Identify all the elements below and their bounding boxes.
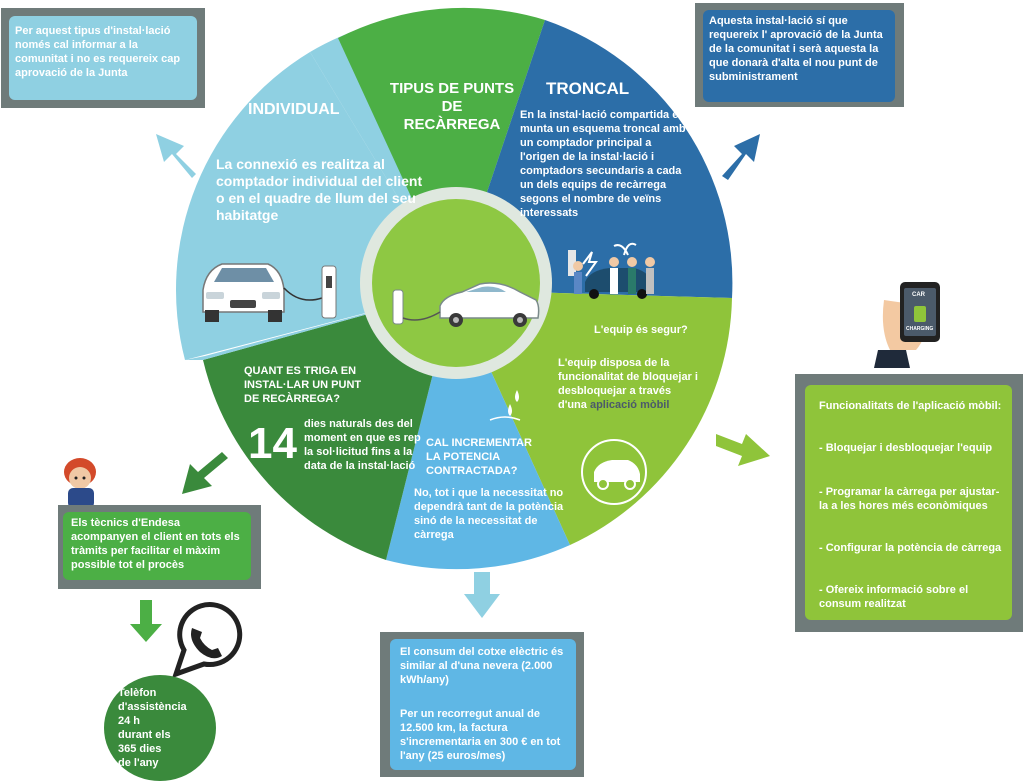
car-charging-icon [581,439,647,505]
community-people-icon [568,242,655,299]
box-top-right: Aquesta instal·lació sí que requereix l'… [703,10,895,102]
arrow-to-bottom-box [464,572,500,618]
individual-text: La connexió es realitza al comptador ind… [216,156,423,223]
box-app: Funcionalitats de l'aplicació mòbil: - B… [805,385,1012,620]
individual-title: INDIVIDUAL [248,101,340,118]
sector-security [454,290,732,545]
water-drops-icon [489,390,521,421]
mobile-app-link[interactable]: aplicació mòbil [589,399,670,411]
box-bottom: El consum del cotxe elèctric és similar … [390,639,576,770]
security-question: L'equip és segur? [594,324,688,336]
arrow-to-assist [130,600,162,642]
security-answer: L'equip disposa de la funcionalitat de b… [558,356,700,412]
arrow-to-top-left-box [156,134,196,178]
app-item-2: - Programar la càrrega per ajustar-la a … [819,486,1000,512]
box-top-left: Per aquest tipus d'instal·lació només ca… [9,16,197,100]
power-text: No, tot i que la necessitat no dependrà … [414,487,564,541]
assist-circle [104,675,216,781]
phone-screen-car: CAR [912,292,925,298]
electric-car-icon [392,282,540,327]
box-top-right-text: Aquesta instal·lació sí que requereix l'… [709,15,883,83]
center-disc [372,199,540,367]
security-answer-text: L'equip disposa de la funcionalitat de b… [558,357,698,411]
time-number: 14 [248,419,297,468]
phone-screen-charging: CHARGING [906,326,934,332]
troncal-title: TRONCAL [546,79,630,98]
app-title: Funcionalitats de l'aplicació mòbil: [819,400,1002,412]
technician-icon [64,458,96,508]
hand-phone-icon [874,282,940,368]
troncal-text: En la instal·lació compartida es munta u… [520,109,686,219]
power-question: CAL INCREMENTAR LA POTENCIA CONTRACTADA? [426,437,532,477]
assist-text: Telèfon d'assistència 24 h durant els 36… [118,687,187,769]
box-top-left-text: Per aquest tipus d'instal·lació només ca… [15,25,181,79]
box-left: Els tècnics d'Endesa acompanyen el clien… [63,512,251,580]
car-front-icon [202,263,337,322]
arrow-to-top-right-box [722,134,760,180]
whatsapp-icon [172,602,243,679]
sector-power [386,290,570,570]
time-text: dies naturals des del moment en que es r… [304,418,421,472]
box-bottom-text-2: Per un recorregut anual de 12.500 km, la… [400,708,561,762]
box-bottom-text-1: El consum del cotxe elèctric és similar … [400,646,564,686]
arrow-to-app-box [716,434,770,466]
arrow-to-left-box [182,452,228,494]
box-left-text: Els tècnics d'Endesa acompanyen el clien… [71,517,240,571]
app-item-1: - Bloquejar i desbloquejar l'equip [819,442,993,454]
app-item-3: - Configurar la potència de càrrega [819,542,1002,554]
sector-time [203,290,454,560]
center-title: TIPUS DE PUNTS DE RECÀRREGA [389,80,515,133]
app-item-4: - Ofereix informació sobre el consum rea… [819,584,969,610]
sector-title [338,7,545,291]
time-question: QUANT ES TRIGA EN INSTAL·LAR UN PUNT DE … [244,365,362,405]
